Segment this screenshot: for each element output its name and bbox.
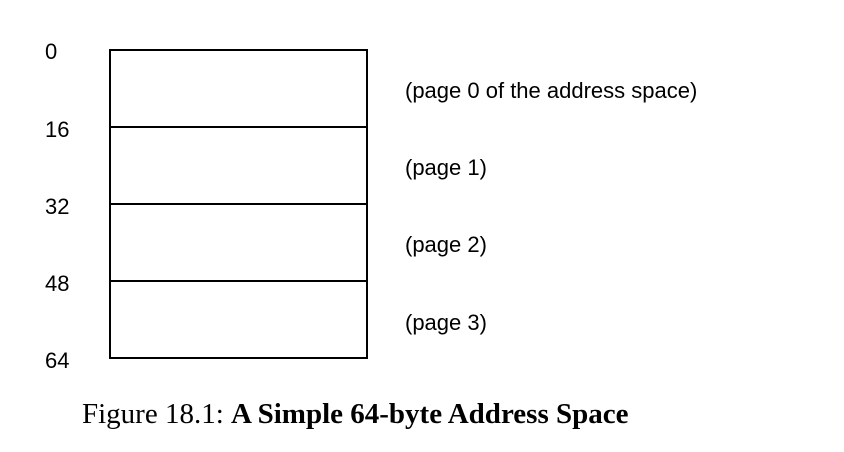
page-label-1: (page 1): [405, 155, 487, 180]
caption-title: A Simple 64-byte Address Space: [231, 398, 629, 430]
caption-prefix: Figure 18.1:: [82, 398, 224, 430]
address-label-16: 16: [45, 117, 69, 142]
address-label-32: 32: [45, 194, 69, 219]
figure-caption: Figure 18.1: A Simple 64-byte Address Sp…: [82, 398, 628, 431]
address-label-0: 0: [45, 39, 57, 64]
address-label-64: 64: [45, 348, 69, 373]
page-label-2: (page 2): [405, 232, 487, 257]
page-label-0: (page 0 of the address space): [405, 78, 697, 103]
page-label-3: (page 3): [405, 310, 487, 335]
address-label-48: 48: [45, 271, 69, 296]
